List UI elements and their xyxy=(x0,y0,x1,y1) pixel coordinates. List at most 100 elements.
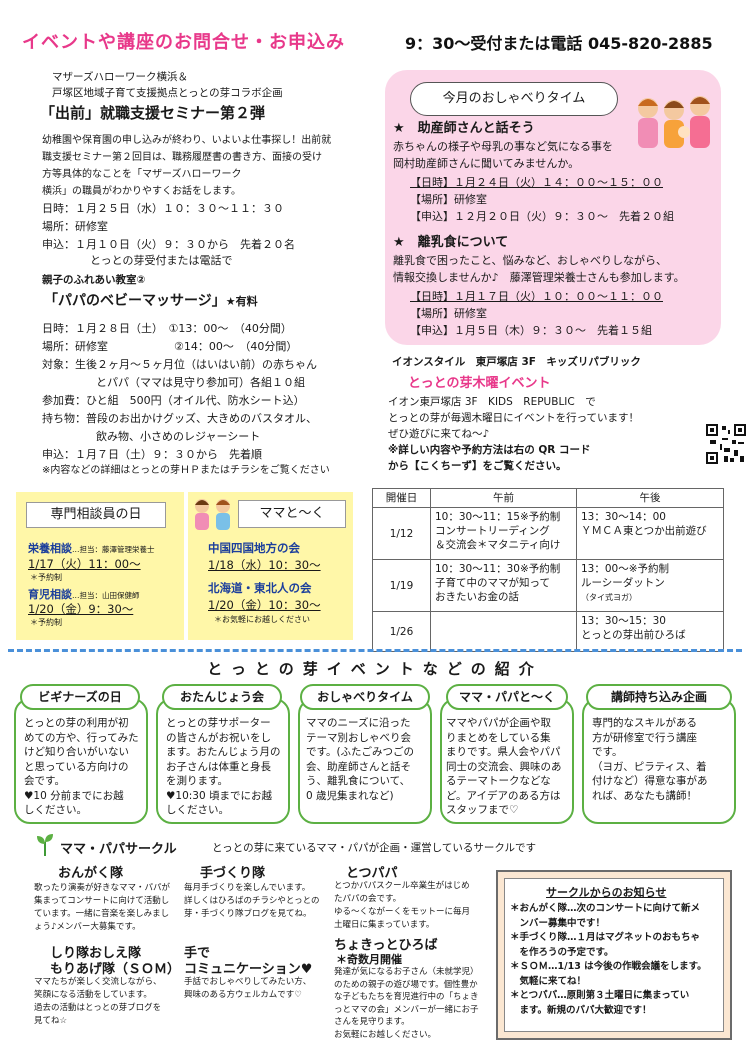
table-row: 1/19 10：30〜11：30※予約制 子育て中のママが知って おきたいお金の… xyxy=(372,559,724,612)
seminar-place: 場所：研修室 xyxy=(42,220,108,233)
massage-target2: とパパ（ママは見守り参加可）各組１０組 xyxy=(96,376,305,389)
seminar-desc-line: 幼稚園や保育園の申し込みが終わり、いよいよ仕事探し！出前就 xyxy=(42,135,332,146)
table-cell-pm: 13：30〜15：30 とっとの芽出前ひろば xyxy=(576,611,724,652)
circle-desc-line: っとママの会」メンバーが一緒にお子 xyxy=(334,1004,479,1015)
card-talk-time-body: ママのニーズに沿った テーマ別おしゃべり会 です。(ふたごみつごの 会、助産師さ… xyxy=(306,716,414,803)
seminar-desc-line: 横浜」の職員がわかりやすくお話をします。 xyxy=(42,186,241,197)
circle-desc-line: 発達が気になるお子さん（未就学児） xyxy=(334,967,479,977)
seminar-org2: 戸塚区地域子育て支援拠点とっとの芽コラボ企画 xyxy=(52,87,283,99)
circle-desc-line: ママたちが楽しく交流しながら、 xyxy=(34,977,162,987)
cell-line: ＹＭＣＡ東とつか出前遊び xyxy=(581,525,707,537)
aeon-desc: イオン東戸塚店 3F KIDS REPUBLIC で とっとの芽が毎週木曜日にイ… xyxy=(388,394,639,474)
circle-desc-line: 過去の活動はとっとの芽ブログを xyxy=(34,1003,162,1013)
card-line: とっとの芽サポーター xyxy=(166,717,271,729)
aeon-schedule-table: 開催日 午前 午後 1/12 10：30〜11：15※予約制 コンサートリーディ… xyxy=(372,488,724,652)
card-mama-papa-talk-title: ママ・パパと〜く xyxy=(446,684,568,710)
card-line: を測ります。 xyxy=(166,775,228,787)
cell-line: 10：30〜11：30※予約制 xyxy=(435,563,561,575)
card-instructor-title: 講師持ち込み企画 xyxy=(586,684,732,710)
card-beginners xyxy=(14,698,148,824)
talk-topic-2-apply: 【申込】１月５日（木）９：３０〜 先着１５組 xyxy=(410,324,652,337)
table-header-am: 午前 xyxy=(430,488,577,508)
card-line: 専門的なスキルがある xyxy=(592,717,697,729)
talk-topic-1-desc2: 岡村助産師さんに聞いてみませんか。 xyxy=(393,157,580,170)
card-birthday-title: おたんじょう会 xyxy=(162,684,282,710)
cell-line: 10：30〜11：15※予約制 xyxy=(435,511,561,523)
card-line: 付けなど）得意な事があ xyxy=(592,775,708,787)
mama-talk-title: ママと〜く xyxy=(238,500,346,528)
cell-line: おきたいお金の話 xyxy=(435,591,519,603)
circle-desc-line: 毎月手づくりを楽しんでいます。 xyxy=(184,883,311,893)
mama-group-2: 北海道・東北人の会 xyxy=(208,581,312,595)
circle-sign-desc: 手話でおしゃべりしてみたい方、 興味のある方ウェルカムです♡ xyxy=(184,976,311,1002)
circle-totsupapa-desc: とつかパパスクール卒業生がはじめ たパパの会です。 ゆる〜くながーくをモットーに… xyxy=(334,880,470,932)
table-row: 開催日 午前 午後 xyxy=(372,488,724,508)
aeon-desc-line: ぜひ遊びに来てね〜♪ xyxy=(388,428,490,440)
card-birthday-body: とっとの芽サポーター の皆さんがお祝いをし ます。おたんじょう月の お子さんは体… xyxy=(166,716,280,818)
circle-sign-name2: コミュニケーション♥ xyxy=(184,962,313,977)
notice-line: ＊とつパパ…原則第３土曜日に集まってい xyxy=(510,990,690,1001)
cell-line: 子育て中のママが知って xyxy=(435,577,550,589)
expert-childcare-staff: …担当：山田保健師 xyxy=(72,591,140,600)
card-talk-time-title: おしゃべりタイム xyxy=(300,684,430,710)
card-line: しください。 xyxy=(24,804,87,816)
talk-topic-1: ★ 助産師さんと話そう xyxy=(393,121,535,136)
circle-title: ママ・パパサークル xyxy=(60,842,177,857)
circle-handmade-name: 手づくり隊 xyxy=(200,866,266,881)
table-cell-pm: 13：00〜※予約制 ルーシーダットン（タイ式ヨガ） xyxy=(576,559,724,612)
cell-line: ルーシーダットン（タイ式ヨガ） xyxy=(581,576,719,605)
talk-topic-2-date: 【日時】１月１７日（火）１０：００〜１１：００ xyxy=(410,290,663,303)
expert-nutrition-date: 1/17（火）11：00〜 xyxy=(28,557,141,571)
cell-line: 13：00〜※予約制 xyxy=(581,563,670,575)
card-line: しください。 xyxy=(166,804,229,816)
talk-topic-2-place: 【場所】研修室 xyxy=(410,307,487,320)
expert-childcare-label: 育児相談 xyxy=(28,588,72,601)
cell-line: コンサートリーディング xyxy=(435,525,550,537)
mama-group-2-date: 1/20（金）10：30〜 xyxy=(208,598,321,612)
card-line: 方が研修室で行う講座 xyxy=(592,731,697,744)
circle-desc-line: 興味のある方ウェルカムです♡ xyxy=(184,990,302,1000)
circle-handmade-desc: 毎月手づくりを楽しんでいます。 詳しくはひろばのチラシやとっとの 芽・手づくり隊… xyxy=(184,882,320,921)
card-line: 0 歳児集まれなど) xyxy=(306,789,394,802)
notice-line: ンバー募集中です！ xyxy=(510,917,606,929)
card-instructor xyxy=(582,698,736,824)
seminar-desc-line: 職支援セミナー第２回目は、職務履歴書の書き方、面接の受け xyxy=(42,152,322,163)
circle-desc-line: さんを見守ります。 xyxy=(334,1017,410,1027)
table-header-pm: 午後 xyxy=(576,488,724,508)
expert-nutrition: 栄養相談…担当：藤澤管理栄養士 xyxy=(28,540,155,556)
notice-line: ＊ＳＯＭ…1/13 は今後の作戦会議をします。 xyxy=(510,961,707,972)
card-birthday xyxy=(156,698,290,824)
notice-lines: ＊おんがく隊…次のコンサートに向けて新メ ンバー募集中です！ ＊手づくり隊…１月… xyxy=(510,902,707,1018)
mama-group-1: 中国四国地方の会 xyxy=(208,541,300,555)
sprout-icon xyxy=(37,834,53,856)
mama-group-1-date: 1/18（水）10：30〜 xyxy=(208,558,321,572)
aeon-title: とっとの芽木曜イベント xyxy=(408,376,551,391)
circle-desc-line: たパパの会です。 xyxy=(334,894,402,904)
circle-desc-line: 笑顔になる活動をしています。 xyxy=(34,990,152,1000)
circle-som-name2: もりあげ隊（ＳＯＭ） xyxy=(50,962,181,977)
card-line: けど知り合いがいない xyxy=(24,746,129,758)
qr-code-icon[interactable] xyxy=(706,424,746,464)
circle-desc-line: お気軽にお越しください。 xyxy=(334,1029,437,1040)
talk-topic-2: ★ 離乳食について xyxy=(393,235,509,250)
card-line: ます。おたんじょう月の xyxy=(166,746,281,758)
circle-desc-line: 手話でおしゃべりしてみたい方、 xyxy=(184,977,312,987)
card-line: テーマ別おしゃべり会 xyxy=(306,731,411,744)
card-line: ママやパパが企画や取 xyxy=(446,717,551,729)
table-header-date: 開催日 xyxy=(372,488,431,508)
massage-fee: 参加費：ひと組 500円（オイル代、防水シート込） xyxy=(42,394,305,407)
massage-date2: 場所：研修室 ②14：00〜 （40分間） xyxy=(42,340,298,353)
card-line: と思っている方向けの xyxy=(24,760,129,773)
card-mama-papa-talk-body: ママやパパが企画や取 りまとめをしている集 まりです。県人会やパパ 同士の交流会… xyxy=(446,716,562,818)
expert-title: 専門相談員の日 xyxy=(26,502,166,528)
circle-chokitto-sub: ＊奇数月開催 xyxy=(336,953,402,966)
mothers-illustration-icon xyxy=(638,96,710,148)
expert-nutrition-label: 栄養相談 xyxy=(28,542,72,555)
card-line: とっとの芽の利用が初 xyxy=(24,717,129,729)
header-title: イベントや講座のお問合せ・お申込み xyxy=(22,32,345,53)
circle-desc-line: 芽・手づくり隊ブログを見てね。 xyxy=(184,909,312,919)
expert-childcare: 育児相談…担当：山田保健師 xyxy=(28,586,140,602)
table-cell-date: 1/26 xyxy=(372,611,431,652)
cell-subtext: （タイ式ヨガ） xyxy=(581,593,637,602)
aeon-desc-line: とっとの芽が毎週木曜日にイベントを行っています！ xyxy=(388,412,640,424)
